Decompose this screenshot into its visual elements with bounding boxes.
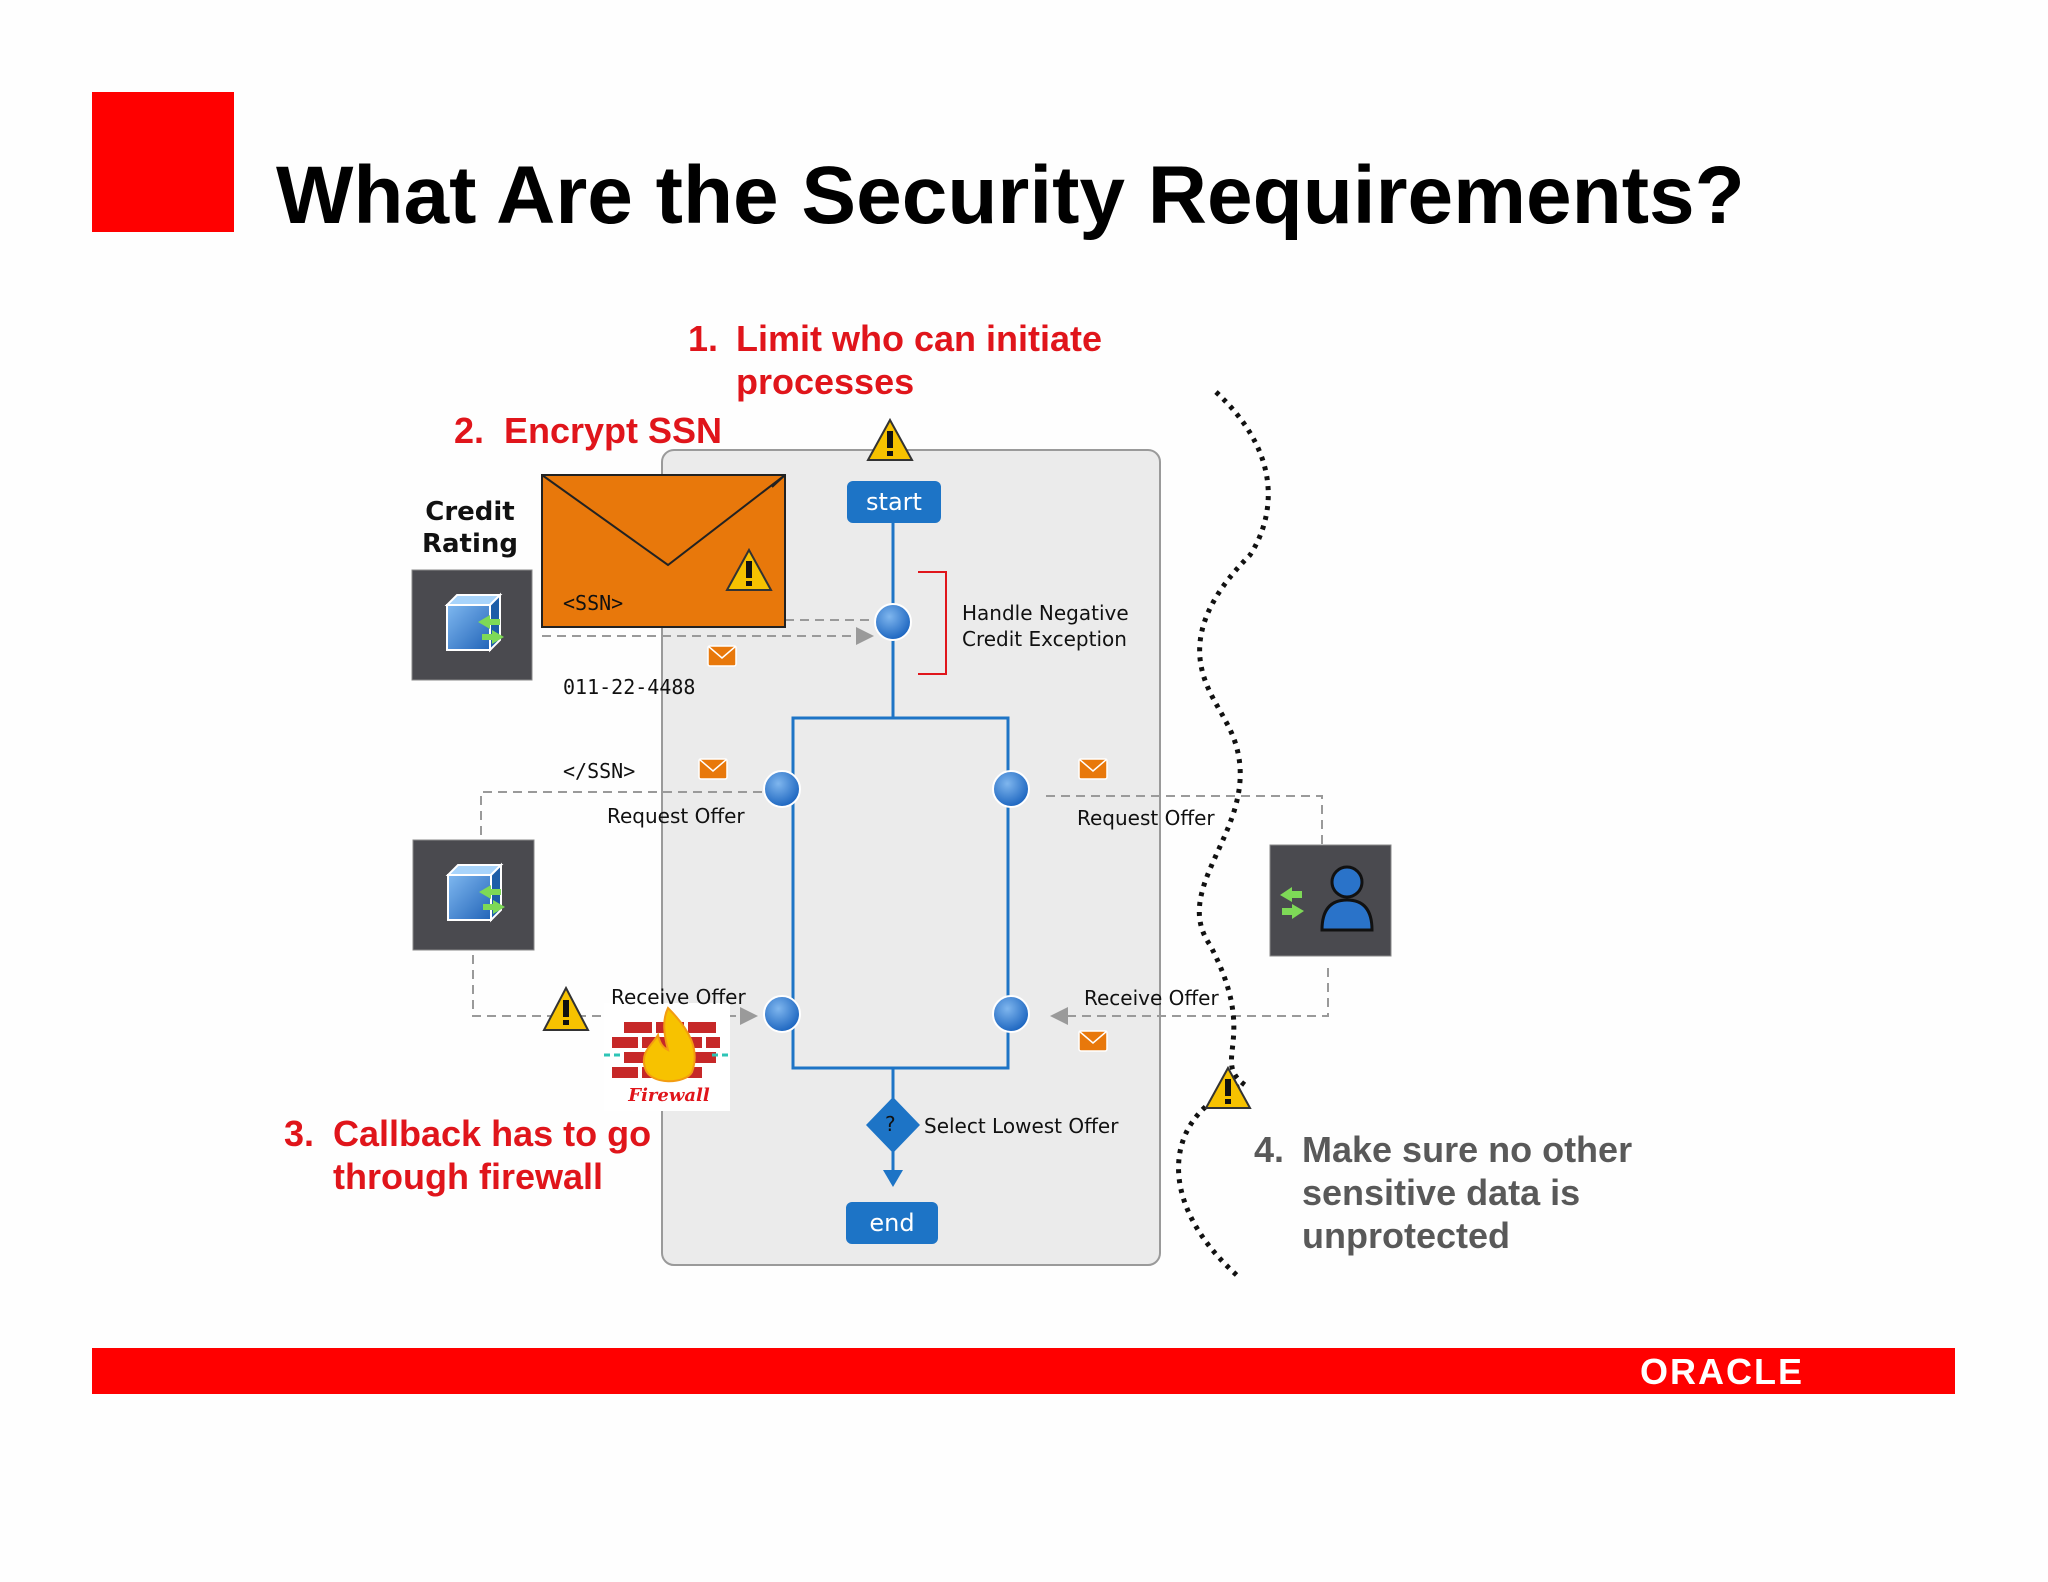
requirement-text: Make sure no other [1302, 1129, 1633, 1170]
requirement-3: 3. Callback has to go through firewall [284, 1112, 684, 1202]
select-lowest-offer-label: Select Lowest Offer [924, 1114, 1119, 1138]
requirement-4: 4. Make sure no other sensitive data is … [1254, 1128, 1674, 1260]
flow-arrow-end [883, 1170, 903, 1187]
receive-offer-left-label: Receive Offer [611, 985, 746, 1009]
oracle-logo: ORACLE [1640, 1351, 1804, 1392]
requirement-number: 2. [454, 410, 485, 451]
credit-rating-service-icon [411, 569, 533, 681]
requirement-number: 1. [688, 318, 719, 359]
arrowhead-credit [856, 627, 874, 645]
request-offer-left-label: Request Offer [607, 804, 745, 828]
warning-icon [725, 547, 773, 591]
end-node: end [846, 1202, 938, 1244]
requirement-number: 4. [1254, 1129, 1285, 1170]
arrowhead-receive-right [1050, 1007, 1068, 1025]
decision-diamond [866, 1097, 920, 1153]
arrowhead-receive-left [740, 1007, 758, 1025]
parallel-flow-frame [791, 716, 1010, 1070]
decision-symbol: ? [885, 1112, 896, 1136]
node-receive-offer-left [763, 995, 801, 1033]
requirement-text: Encrypt SSN [504, 410, 723, 451]
requirement-text: sensitive data is [1302, 1172, 1581, 1213]
credit-rating-label: Credit Rating [400, 496, 540, 560]
footer-bar [92, 1348, 1955, 1394]
offer-service-icon [412, 839, 535, 951]
ssn-line: 011-22-4488 [563, 675, 696, 699]
process-container [661, 449, 1161, 1266]
handle-exception-line: Credit Exception [962, 627, 1127, 651]
credit-rating-label-line: Rating [421, 529, 519, 559]
node-handle-exception [874, 603, 912, 641]
credit-rating-label-line: Credit [425, 497, 515, 527]
receive-offer-right-label: Receive Offer [1084, 986, 1219, 1010]
envelope-icon [707, 645, 737, 667]
envelope-icon [698, 758, 728, 780]
requirement-text: processes [736, 361, 915, 402]
firewall-icon [604, 1003, 730, 1111]
ssn-envelope-icon [541, 474, 786, 628]
ssn-line: <SSN> [563, 591, 624, 615]
requirement-text: unprotected [1302, 1215, 1511, 1256]
slide-title: What Are the Security Requirements? [276, 150, 1745, 241]
connector-receive-offer-right [1066, 968, 1329, 1017]
requirement-2: 2. Encrypt SSN [454, 409, 754, 454]
requirement-1: 1. Limit who can initiate processes [688, 317, 1108, 407]
handle-exception-line: Handle Negative [962, 601, 1129, 625]
node-request-offer-right [992, 770, 1030, 808]
envelope-icon [1078, 758, 1108, 780]
warning-icon [866, 417, 914, 461]
warning-icon [1204, 1065, 1252, 1109]
connector-request-offer-right [1046, 795, 1323, 855]
ssn-line: </SSN> [563, 759, 636, 783]
trust-boundary-line [1176, 390, 1271, 1280]
requirement-number: 3. [284, 1113, 315, 1154]
exception-bracket [918, 571, 947, 675]
envelope-icon [1078, 1030, 1108, 1052]
request-offer-right-label: Request Offer [1077, 806, 1215, 830]
ssn-payload: <SSN> 011-22-4488 </SSN> [563, 533, 695, 813]
requirement-text: through firewall [333, 1156, 603, 1197]
user-service-icon [1269, 844, 1392, 957]
warning-icon [542, 985, 590, 1031]
handle-exception-label: Handle Negative Credit Exception [962, 600, 1129, 652]
firewall-label: Firewall [628, 1085, 710, 1106]
title-accent-square [92, 92, 234, 232]
node-request-offer-left [763, 770, 801, 808]
connector-request-offer-left [480, 791, 762, 855]
node-receive-offer-right [992, 995, 1030, 1033]
start-node: start [847, 481, 941, 523]
requirement-text: Limit who can initiate [736, 318, 1103, 359]
requirement-text: Callback has to go [333, 1113, 652, 1154]
